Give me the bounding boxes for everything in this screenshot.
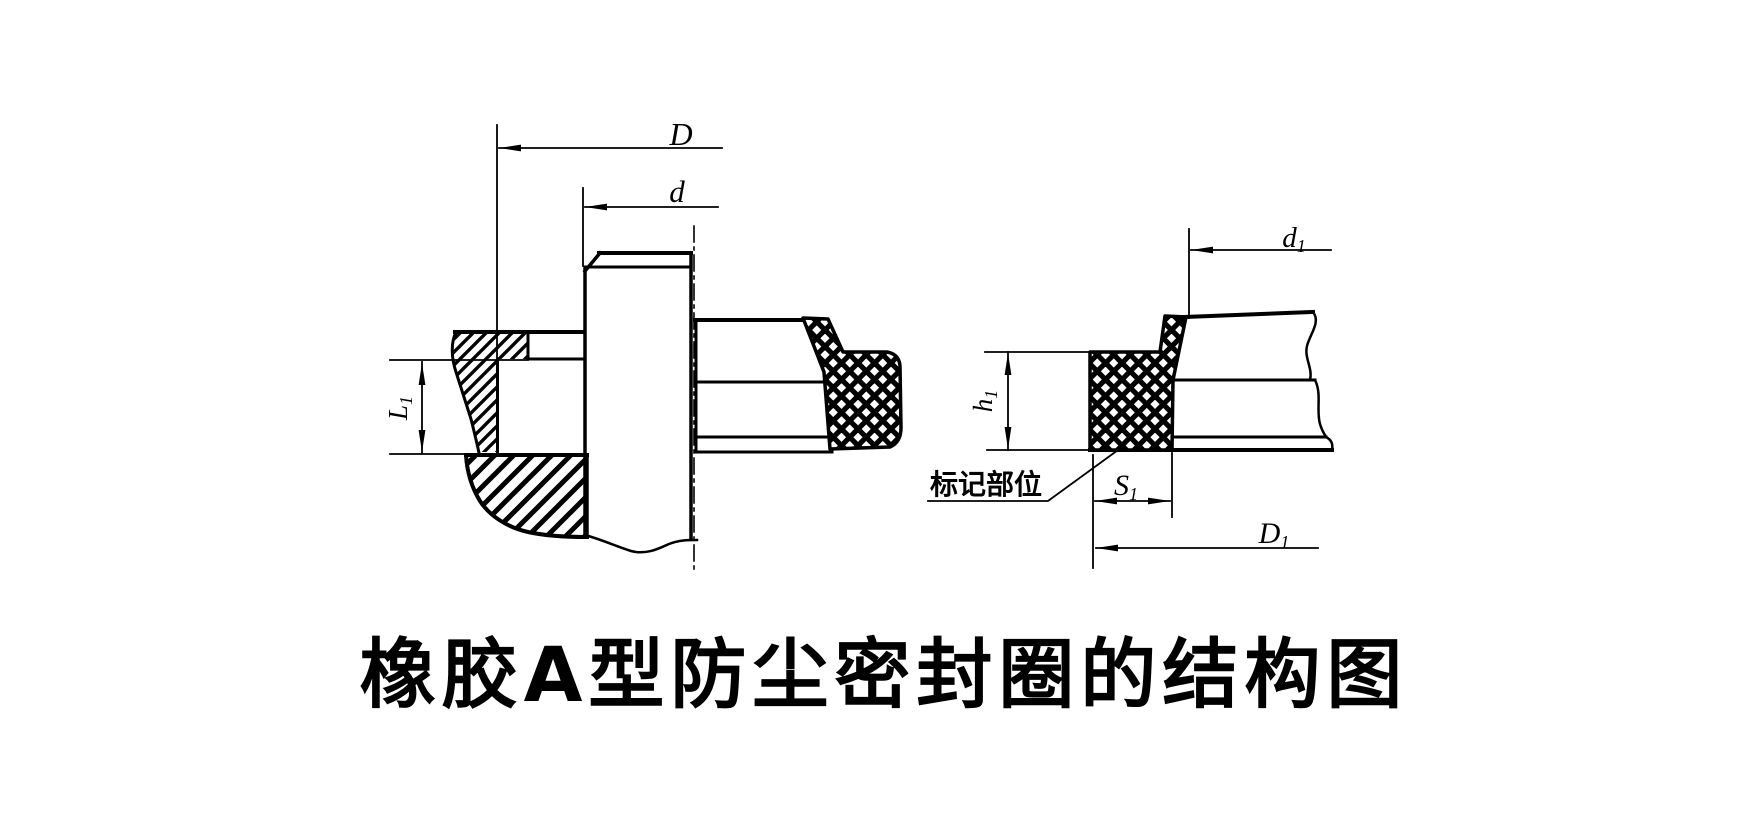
marking-leader-line <box>927 448 1120 502</box>
dim-S1-arrow-left <box>1095 497 1117 505</box>
dimension-L1: L1 <box>383 359 529 455</box>
dimension-d: d <box>582 174 719 267</box>
body-top-edge <box>1181 309 1316 320</box>
dimension-D1: D1 <box>1095 517 1319 552</box>
dim-D1-label: D1 <box>1258 517 1290 552</box>
marking-callout: 标记部位 <box>927 448 1120 502</box>
housing-upper-hatch <box>452 332 528 452</box>
dimension-h1: h1 <box>968 351 1099 451</box>
dim-S1-arrow-right <box>1148 497 1170 505</box>
dim-D-arrow <box>499 144 521 152</box>
shaft <box>582 250 699 554</box>
shaft-break-line <box>583 533 699 554</box>
seal-carrier <box>693 318 834 454</box>
marking-label: 标记部位 <box>930 468 1042 501</box>
body-break-upper <box>1305 310 1318 382</box>
dim-h1-arrow-bottom <box>1004 427 1012 449</box>
dim-d-arrow <box>585 203 607 211</box>
dimension-d1: d1 <box>1188 222 1332 319</box>
rubber-seal-section-right <box>1088 314 1188 452</box>
right-view: d1 h1 S1 D1 标记部位 <box>927 222 1334 569</box>
dim-d-label: d <box>669 174 685 209</box>
dim-L1-arrow-top <box>418 363 426 385</box>
body-break-lower <box>1313 378 1328 439</box>
dim-d1-label: d1 <box>1282 222 1306 256</box>
dim-h1-arrow-top <box>1004 353 1012 375</box>
rubber-seal-section-left <box>801 316 903 451</box>
dim-L1-arrow-bottom <box>418 430 426 452</box>
dim-D1-arrow <box>1096 544 1118 552</box>
figure-title: 橡胶A型防尘密封圈的结构图 <box>360 630 1409 719</box>
dim-L1-label: L1 <box>383 396 416 421</box>
dimension-S1: S1 <box>1092 452 1173 569</box>
dim-d1-arrow <box>1191 246 1213 254</box>
dim-D-label: D <box>668 116 692 152</box>
dimension-D: D <box>496 116 723 361</box>
housing-break-edge-lower <box>463 452 590 540</box>
left-view: D d L1 <box>383 116 903 574</box>
housing-break-edge-upper <box>450 329 481 455</box>
dim-h1-label: h1 <box>968 390 1001 413</box>
dim-S1-label: S1 <box>1114 469 1138 504</box>
